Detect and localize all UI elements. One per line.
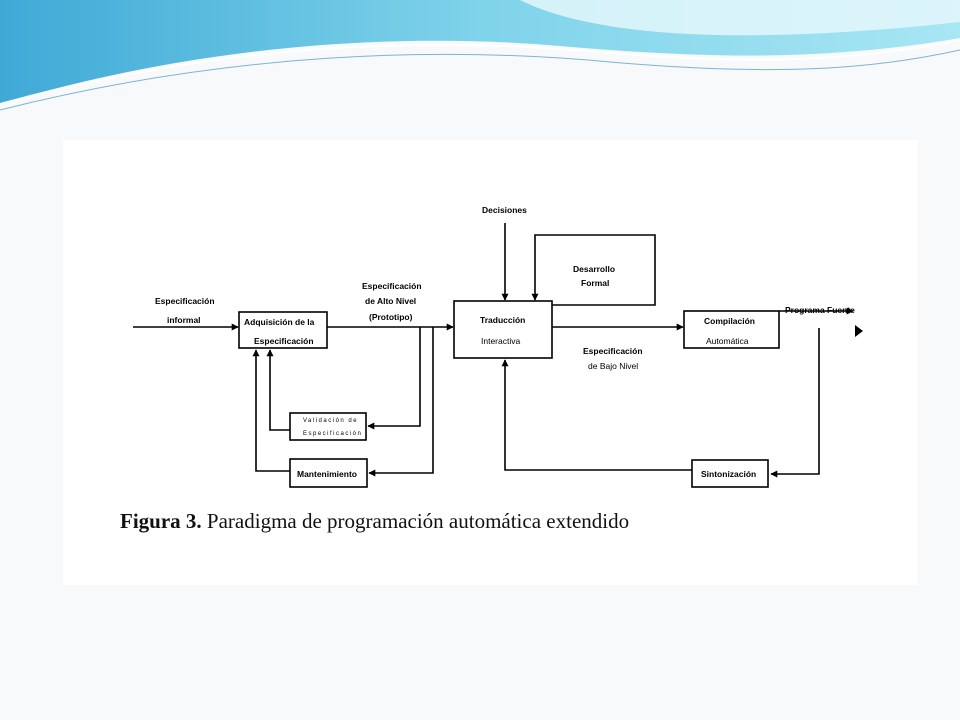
figure-caption: Figura 3. Paradigma de programación auto… [120,509,629,534]
output-arrowhead [855,325,863,337]
validacion-box [289,412,367,441]
caption-text: Paradigma de programación automática ext… [206,509,630,533]
arrow-to-sintonizacion [770,328,820,478]
arrow-to-mantenimiento [368,327,434,477]
adquisicion-label-bottom: Especificación [254,336,314,346]
sintonizacion-box [691,459,769,488]
adquisicion-label-top: Adquisición de la [244,317,315,327]
input-label-top: Especificación [155,296,215,306]
input-label-bottom: informal [167,315,201,325]
arrow-to-validacion [367,327,421,430]
desarrollo-label-bottom: Formal [581,278,609,288]
alto-nivel-label-3: (Prototipo) [369,312,413,322]
validacion-label-bottom: Especificación [303,431,362,437]
slide-header-wave [0,0,960,111]
arrow-sintonizacion-to-traduccion [501,359,692,471]
mantenimiento-label: Mantenimiento [297,469,357,479]
traduccion-box [453,300,553,359]
caption-label: Figura 3. [120,509,202,533]
compilacion-label-bottom: Automática [706,336,749,346]
traduccion-label-top: Traducción [480,315,525,325]
validacion-label-top: Validación de [303,418,358,424]
bajo-nivel-label-bottom: de Bajo Nivel [588,361,638,371]
sintonizacion-label: Sintonización [701,469,756,479]
compilacion-label-top: Compilación [704,316,755,326]
adquisicion-box [238,311,328,349]
mantenimiento-box [289,458,368,488]
traduccion-label-bottom: Interactiva [481,336,520,346]
arrow-mantenimiento-to-adquisicion [252,349,290,472]
arrow-validacion-to-adquisicion [266,349,290,431]
desarrollo-label-top: Desarrollo [573,264,615,274]
decisiones-label: Decisiones [482,205,527,215]
programa-fuente-label: Programa Fuente [785,305,855,315]
alto-nivel-label-2: de Alto Nivel [365,296,416,306]
compilacion-box [683,310,780,349]
figure-panel: Especificación informal Adquisición de l… [63,140,918,585]
alto-nivel-label-1: Especificación [362,281,422,291]
paradigm-diagram: Especificación informal Adquisición de l… [133,205,863,488]
bajo-nivel-label-top: Especificación [583,346,643,356]
